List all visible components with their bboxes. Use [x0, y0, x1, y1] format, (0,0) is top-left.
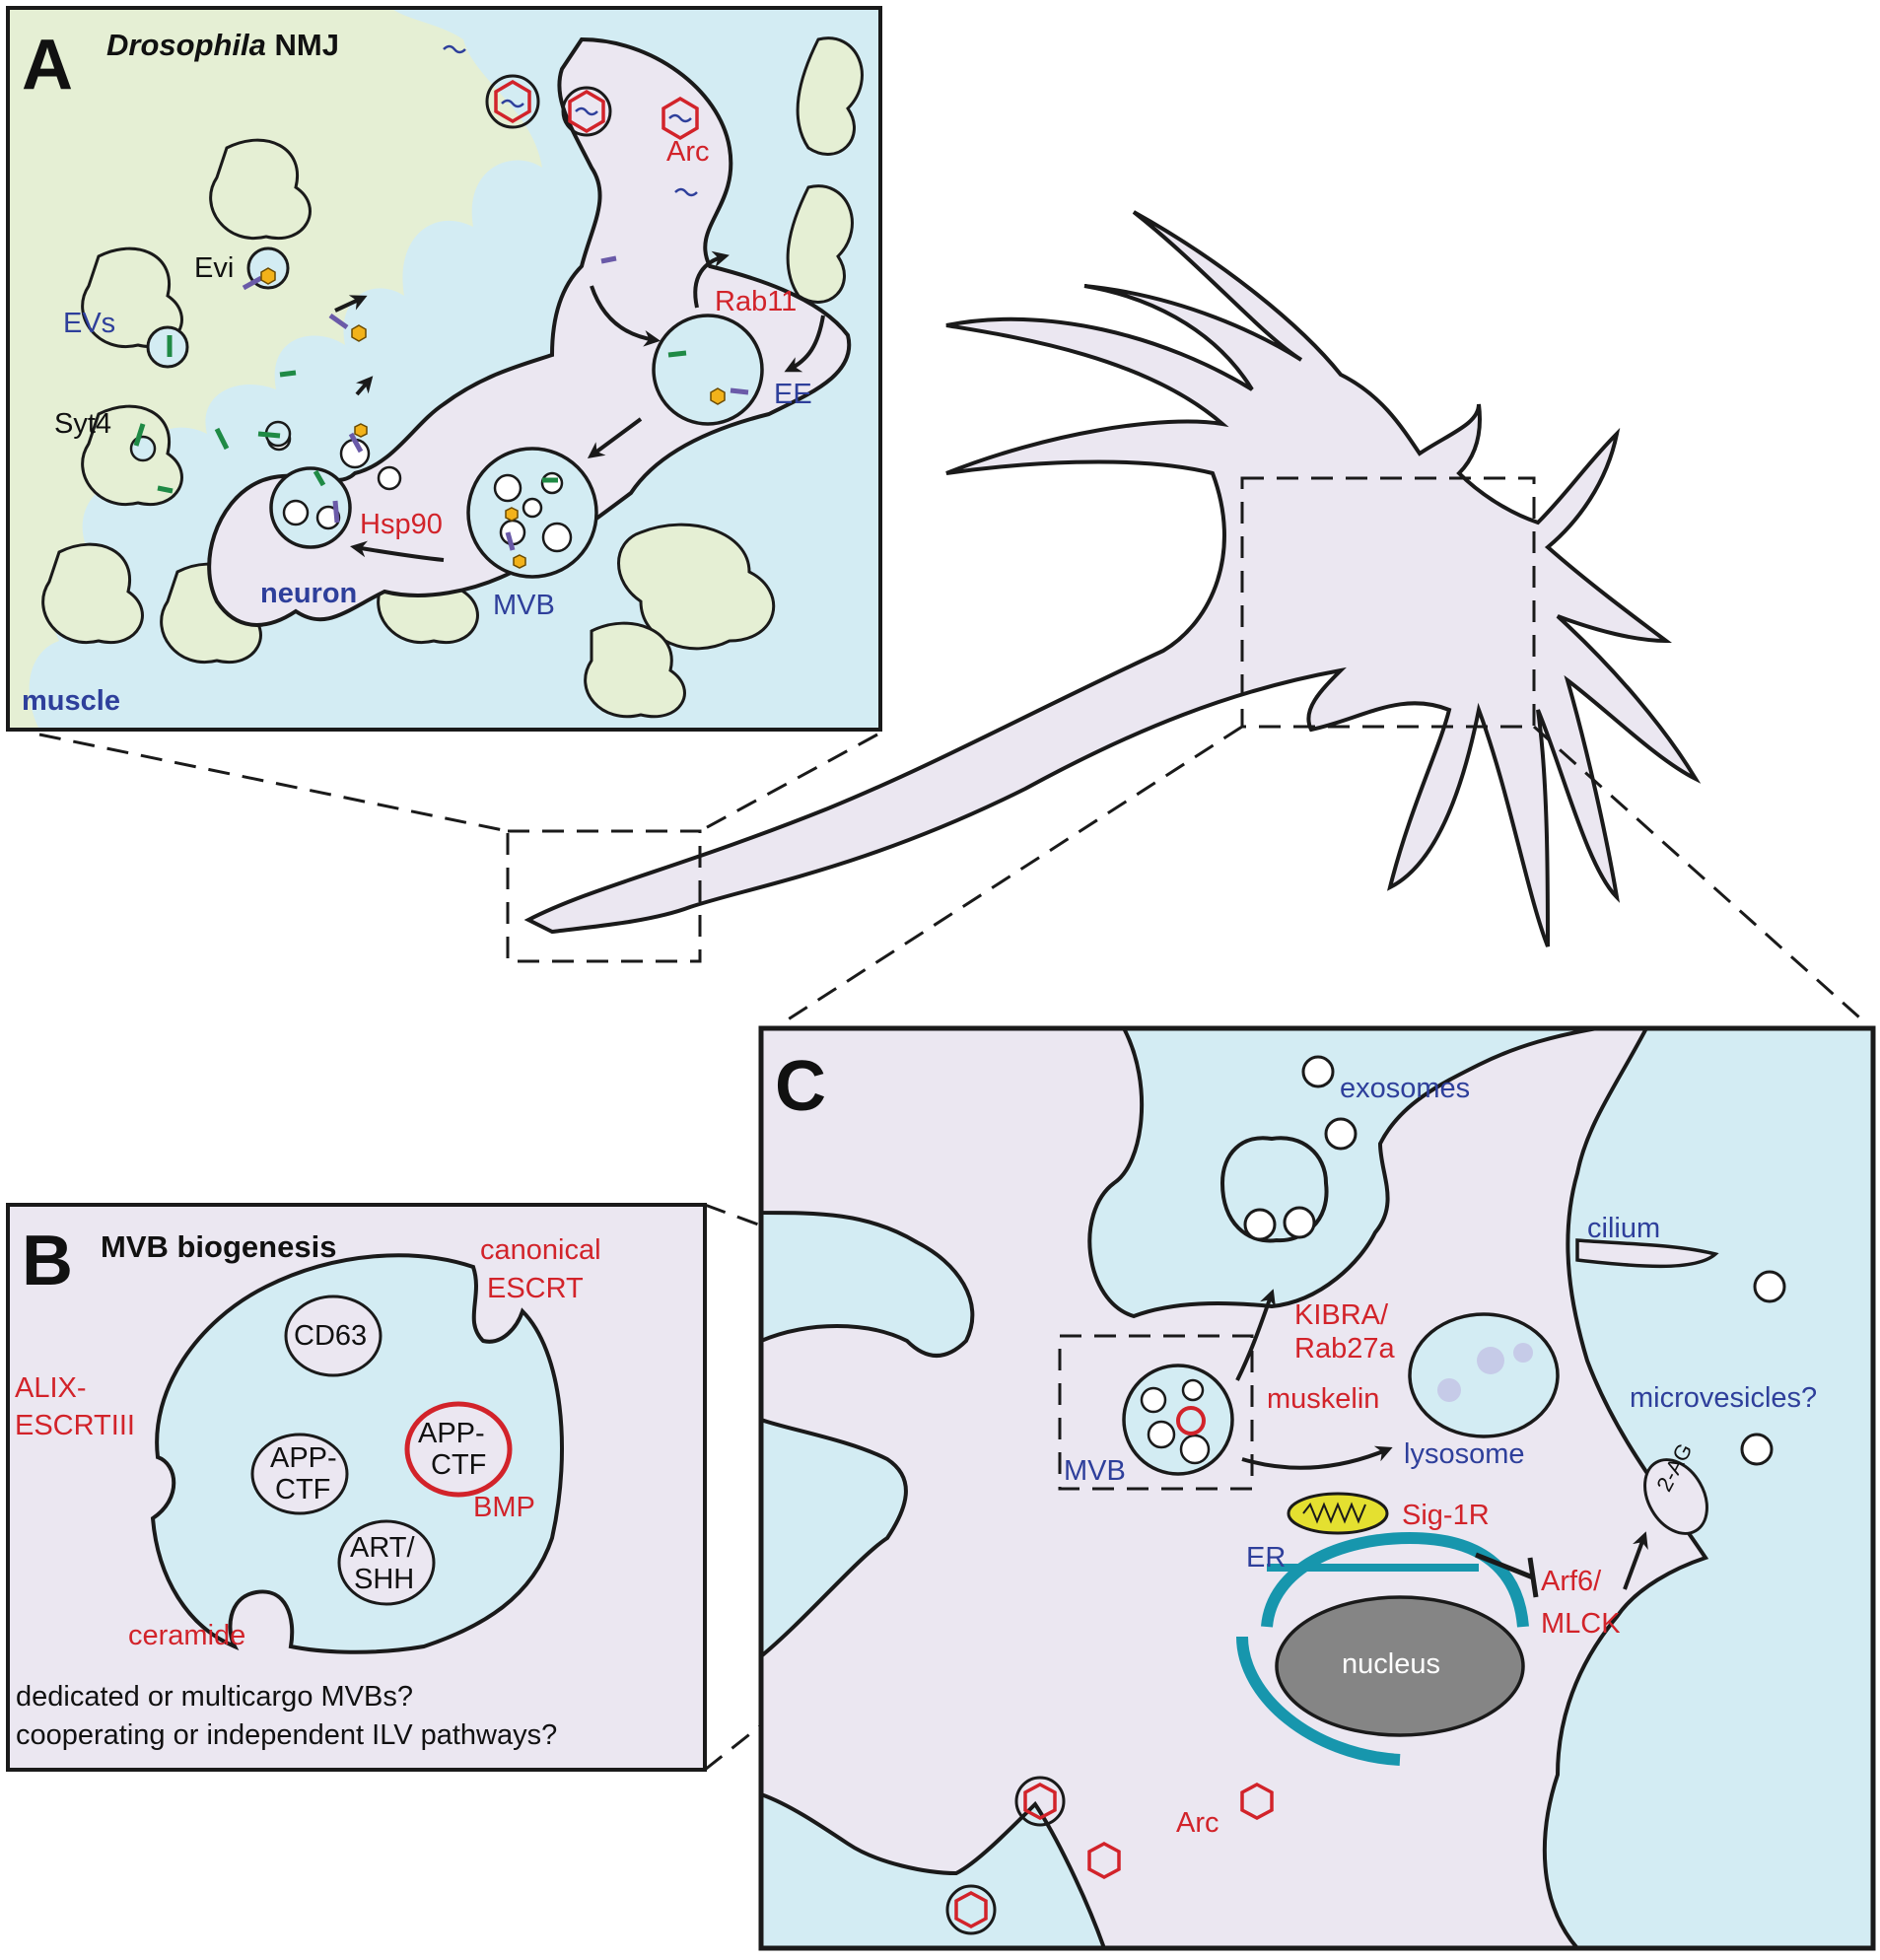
label-rab11: Rab11	[715, 286, 798, 317]
label-arc-c: Arc	[1176, 1807, 1219, 1839]
label-cilium: cilium	[1587, 1213, 1661, 1244]
label-arf6: Arf6/	[1541, 1566, 1602, 1597]
label-er: ER	[1246, 1542, 1287, 1574]
c-arrows	[1235, 1289, 1648, 1590]
panel-a	[6, 6, 882, 732]
label-mlck: MLCK	[1541, 1608, 1621, 1640]
label-canonical: canonical	[480, 1234, 601, 1266]
label-escrtiii: ESCRTIII	[15, 1410, 135, 1441]
label-mvb-c: MVB	[1064, 1455, 1126, 1487]
label-neuron: neuron	[260, 578, 358, 609]
label-muskelin: muskelin	[1267, 1383, 1380, 1415]
question-2: cooperating or independent ILV pathways?	[16, 1719, 558, 1751]
label-ceramide: ceramide	[128, 1620, 246, 1651]
label-nucleus: nucleus	[1342, 1648, 1440, 1680]
art-shh-vesicle	[337, 1519, 436, 1606]
arc-capsids-c	[954, 1783, 1274, 1928]
label-app2-line1: APP-	[418, 1418, 485, 1449]
mvb-outline	[150, 1253, 564, 1654]
label-syt4: Syt4	[54, 408, 112, 440]
label-ee: EE	[774, 379, 812, 410]
label-arc-a: Arc	[666, 136, 710, 168]
panel-b-letter: B	[22, 1222, 73, 1300]
label-cd63: CD63	[294, 1320, 368, 1352]
panel-b-title: MVB biogenesis	[101, 1229, 337, 1264]
panel-c	[758, 1025, 1876, 1951]
panel-a-title-italic: Drosophila	[106, 28, 266, 62]
label-shh: SHH	[354, 1564, 415, 1595]
arc-capsids	[494, 79, 699, 141]
label-lysosome: lysosome	[1404, 1438, 1525, 1470]
panel-a-title-rest: NMJ	[265, 28, 339, 62]
label-alix: ALIX-	[15, 1372, 87, 1404]
trafficking-arrows	[334, 250, 825, 562]
label-microvesicles: microvesicles?	[1630, 1382, 1818, 1414]
cargo-hexagons	[260, 267, 726, 569]
panel-b	[6, 1203, 707, 1772]
label-hsp90: Hsp90	[360, 509, 443, 540]
label-kibra: KIBRA/	[1294, 1299, 1389, 1331]
app-ctf-bmp-vesicle	[404, 1401, 513, 1498]
panel-c-letter: C	[775, 1047, 826, 1126]
label-sig1r: Sig-1R	[1402, 1500, 1490, 1531]
cd63-vesicle	[284, 1295, 383, 1377]
label-art: ART/	[350, 1532, 415, 1564]
label-evi: Evi	[194, 252, 235, 284]
label-exosomes: exosomes	[1340, 1073, 1471, 1104]
question-1: dedicated or multicargo MVBs?	[16, 1681, 413, 1713]
panel-a-letter: A	[22, 26, 73, 105]
panel-a-title: Drosophila NMJ	[106, 30, 339, 60]
label-evs: EVs	[63, 308, 116, 339]
label-muscle: muscle	[22, 685, 120, 717]
neuron-cell	[523, 210, 1702, 947]
app-ctf-vesicle	[250, 1433, 349, 1515]
evi-marks	[242, 255, 749, 551]
label-app1-line1: APP-	[270, 1442, 337, 1474]
label-bmp: BMP	[473, 1492, 535, 1523]
label-rab27a: Rab27a	[1294, 1333, 1395, 1365]
label-app2-line2: CTF	[431, 1449, 487, 1481]
label-mvb-a: MVB	[493, 590, 555, 621]
label-app1-line2: CTF	[275, 1474, 331, 1505]
label-escrt: ESCRT	[487, 1273, 584, 1304]
syt4-marks	[133, 335, 687, 494]
